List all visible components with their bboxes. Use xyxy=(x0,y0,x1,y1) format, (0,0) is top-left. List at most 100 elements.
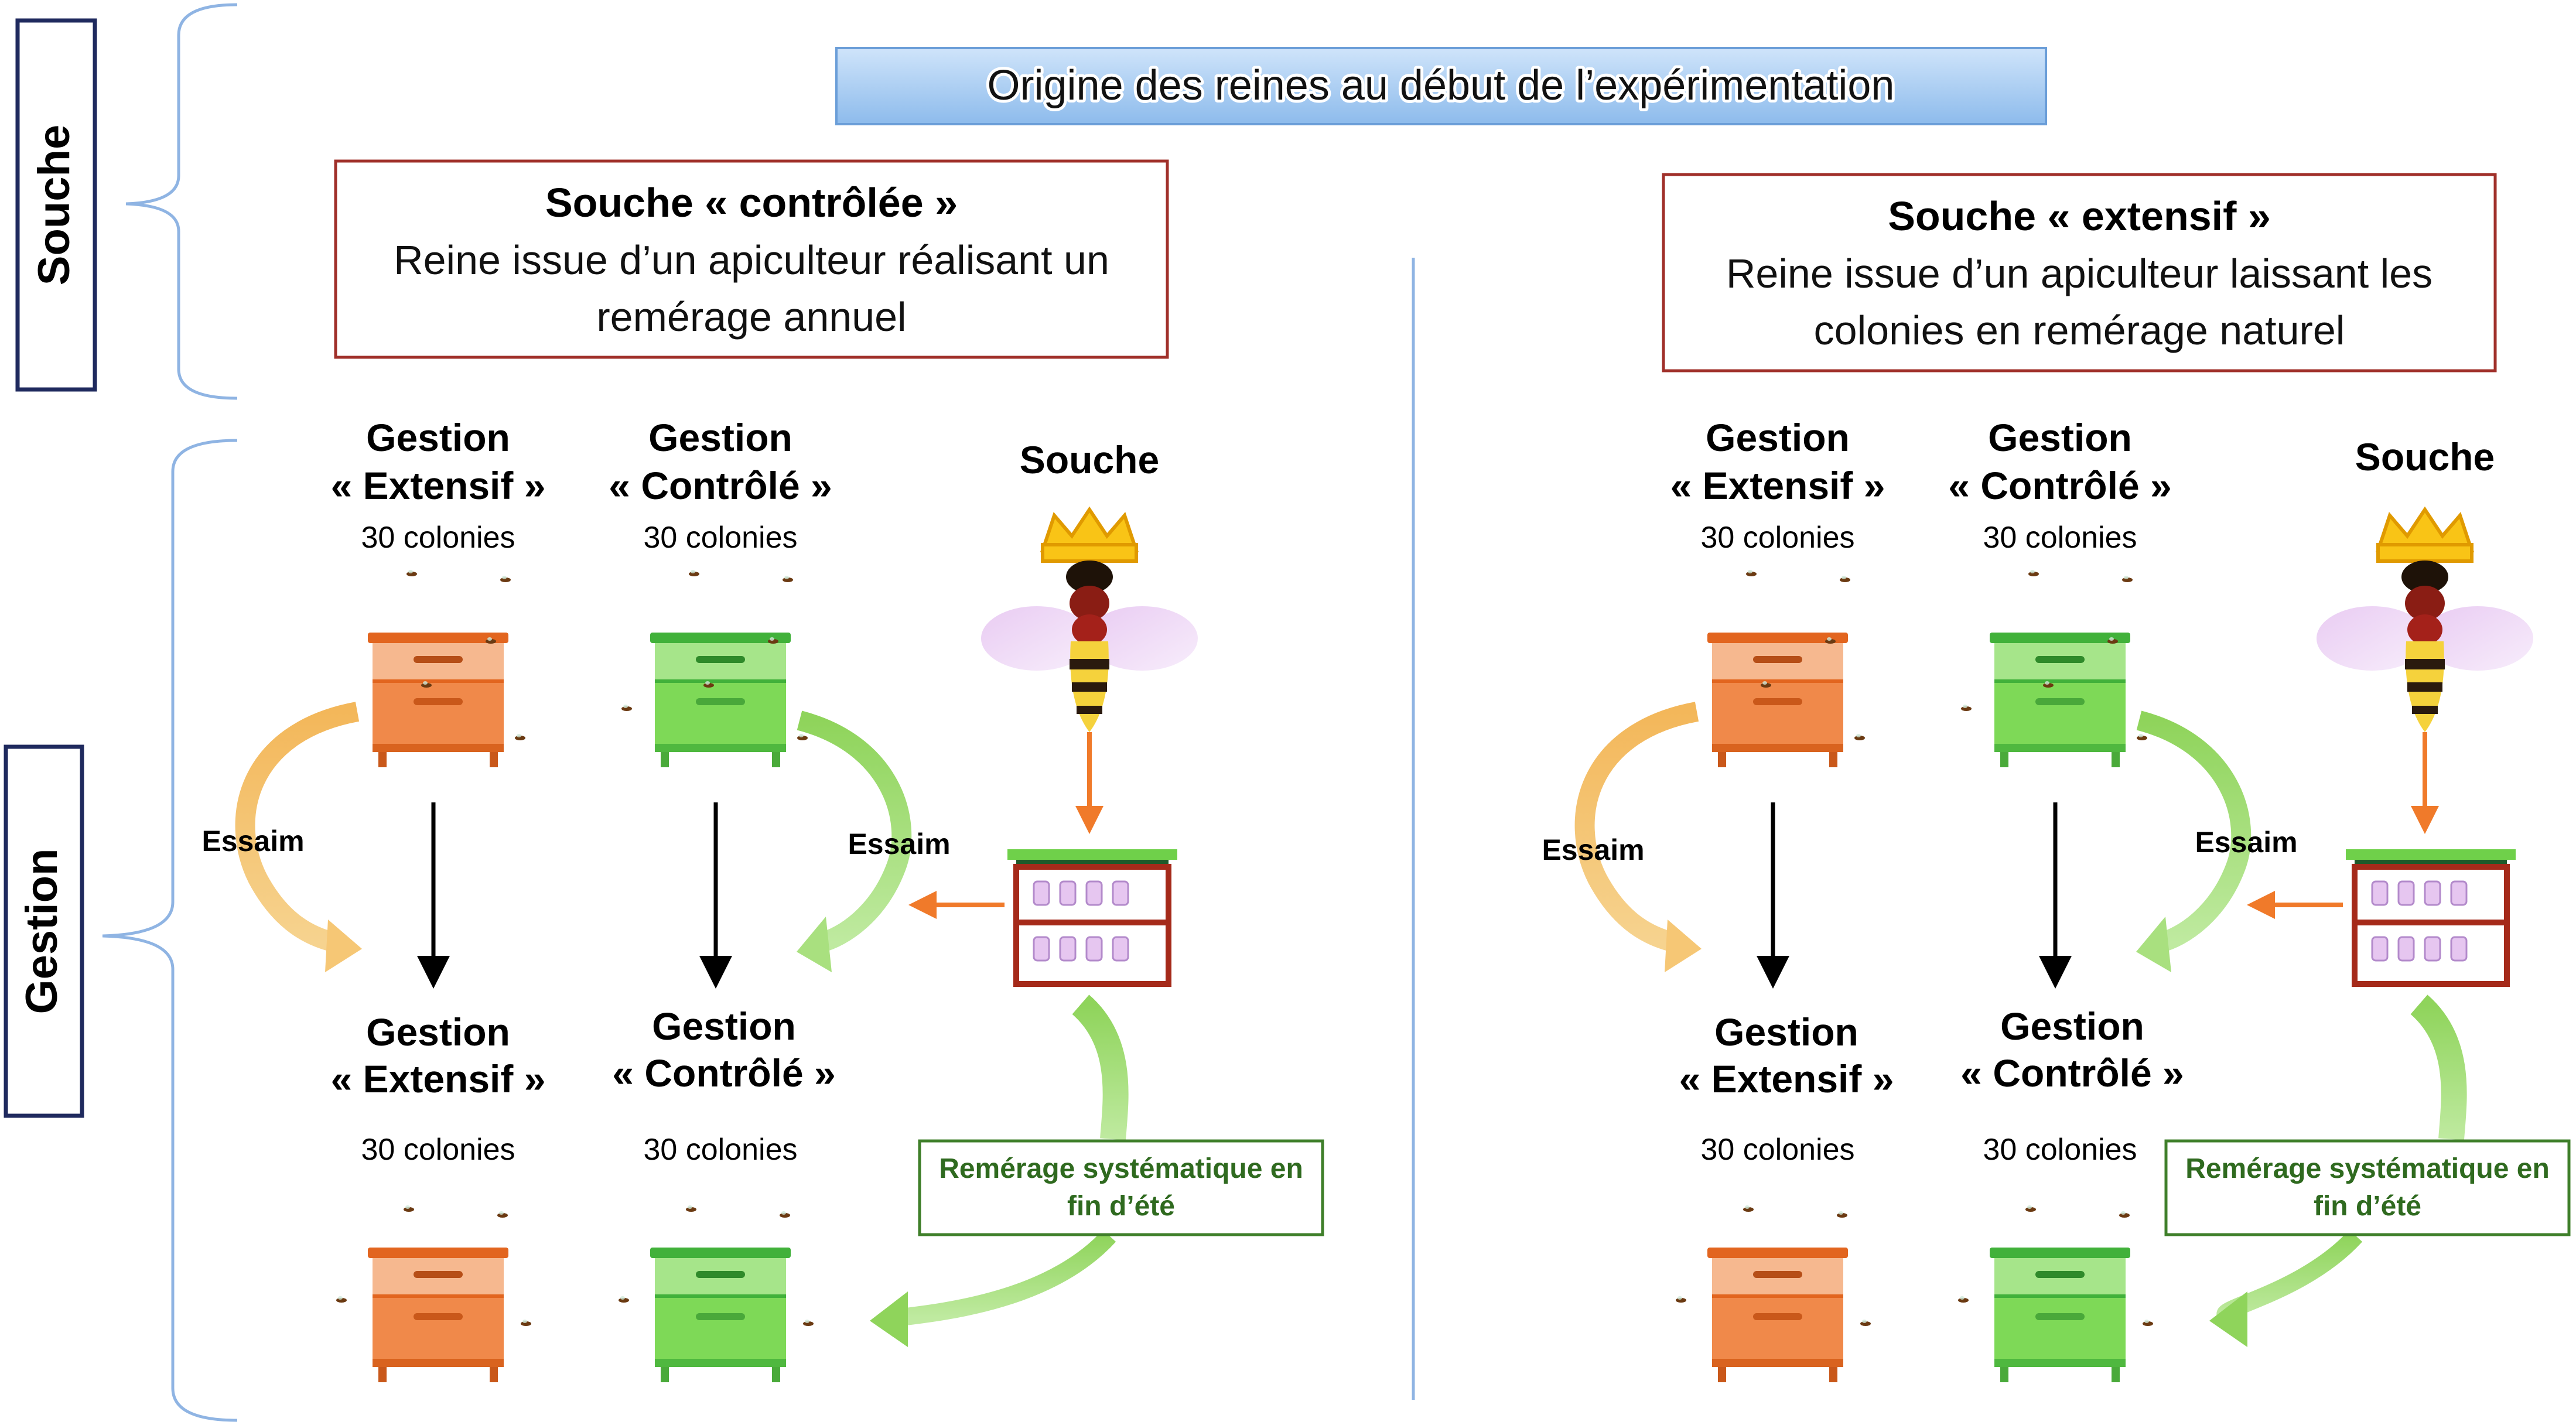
requeen-arrow-in xyxy=(1071,995,1129,1140)
top-group-subheading: « Contrôlé » xyxy=(1948,464,2171,507)
hive-icon xyxy=(368,1248,508,1382)
bottom-group-heading: Gestion xyxy=(1714,1010,1858,1054)
bottom-group-heading: Gestion xyxy=(2000,1004,2144,1048)
swarm-label-left: Essaim xyxy=(1542,833,1644,866)
top-group-count: 30 colonies xyxy=(1700,521,1854,555)
top-group-count: 30 colonies xyxy=(361,521,515,555)
hive-icon xyxy=(368,633,508,767)
strain-box-line2: remérage annuel xyxy=(596,294,906,340)
bee-icon xyxy=(2119,1211,2130,1218)
hive-icon xyxy=(1990,633,2130,767)
bee-icon xyxy=(1743,1205,1754,1212)
bottom-group-count: 30 colonies xyxy=(1983,1133,2137,1167)
bee-icon xyxy=(1860,1320,1871,1326)
top-group-subheading: « Contrôlé » xyxy=(609,464,832,507)
bee-icon xyxy=(1854,734,1865,740)
bee-icon xyxy=(2122,576,2133,582)
requeening-line2: fin d’été xyxy=(2314,1191,2421,1222)
hive-icon xyxy=(650,1248,791,1382)
bee-icon xyxy=(404,1205,414,1212)
strain-box-title: Souche « extensif » xyxy=(1888,193,2271,239)
bee-icon xyxy=(515,734,525,740)
swarm-arrowhead-green xyxy=(797,917,832,972)
bottom-group-count: 30 colonies xyxy=(361,1133,515,1167)
bee-icon xyxy=(797,734,808,740)
bee-icon xyxy=(521,1320,531,1326)
queen-bee-icon xyxy=(981,510,1198,732)
bee-icon xyxy=(500,576,511,582)
queen-source-label: Souche xyxy=(1020,438,1159,481)
swarm-arrow-orange xyxy=(235,702,360,953)
requeen-arrowhead xyxy=(2209,1291,2247,1347)
bottom-group-subheading: « Extensif » xyxy=(1679,1057,1894,1101)
strain-bracket-icon xyxy=(125,3,238,400)
strain-box-title: Souche « contrôlée » xyxy=(545,180,958,225)
top-group-subheading: « Extensif » xyxy=(1670,464,1885,507)
queen-rearing-frame-icon xyxy=(1007,849,1177,984)
strain-box-line1: Reine issue d’un apiculteur laissant les xyxy=(1726,251,2432,296)
strain-side-label: Souche xyxy=(29,125,79,286)
bee-icon xyxy=(783,576,793,582)
bee-icon xyxy=(2143,1320,2153,1326)
top-group-subheading: « Extensif » xyxy=(331,464,546,507)
bee-icon xyxy=(1837,1211,1847,1218)
panel-right: Souche « extensif » Reine issue d’un apic… xyxy=(1542,173,2571,1382)
top-group-count: 30 colonies xyxy=(1983,521,2137,555)
strain-side-box xyxy=(15,18,97,392)
requeening-box xyxy=(918,1139,1324,1236)
management-bracket-icon xyxy=(102,439,238,1422)
bee-icon xyxy=(1958,1296,1969,1303)
hive-icon xyxy=(1707,1248,1848,1382)
bottom-group-count: 30 colonies xyxy=(1700,1133,1854,1167)
bee-icon xyxy=(686,1205,696,1212)
top-group-heading: Gestion xyxy=(648,416,792,459)
bee-icon xyxy=(780,1211,790,1218)
bee-icon xyxy=(2025,1205,2036,1212)
bee-icon xyxy=(2028,570,2039,576)
requeen-arrowhead xyxy=(870,1291,908,1347)
header-box xyxy=(835,47,2047,125)
requeen-arrow-out xyxy=(895,1229,1116,1327)
bee-icon xyxy=(497,1211,508,1218)
strain-box-line2: colonies en remérage naturel xyxy=(1814,307,2345,353)
queen-bee-icon xyxy=(2317,510,2533,732)
management-side-box xyxy=(4,744,84,1118)
swarm-arrowhead-orange xyxy=(325,920,362,972)
bee-icon xyxy=(336,1296,347,1303)
requeening-line1: Remérage systématique en xyxy=(2185,1153,2550,1184)
bee-icon xyxy=(619,1296,629,1303)
bottom-group-count: 30 colonies xyxy=(643,1133,797,1167)
bee-icon xyxy=(1840,576,1850,582)
swarm-label-right: Essaim xyxy=(848,828,950,860)
requeening-box xyxy=(2164,1139,2571,1236)
bee-icon xyxy=(406,570,417,576)
bee-icon xyxy=(689,570,699,576)
hive-icon xyxy=(1990,1248,2130,1382)
bee-icon xyxy=(1961,705,1972,711)
strain-box xyxy=(334,159,1169,359)
swarm-label-left: Essaim xyxy=(201,825,304,857)
bottom-group-heading: Gestion xyxy=(366,1010,510,1054)
hive-icon xyxy=(1707,633,1848,767)
swarm-arrowhead-green xyxy=(2136,917,2171,972)
management-side-label: Gestion xyxy=(17,849,67,1014)
requeening-line2: fin d’été xyxy=(1067,1191,1175,1222)
bee-icon xyxy=(2137,734,2147,740)
bottom-group-subheading: « Extensif » xyxy=(331,1057,546,1101)
requeen-arrow-in xyxy=(2410,995,2467,1140)
strain-box xyxy=(1662,173,2497,373)
bottom-group-subheading: « Contrôlé » xyxy=(612,1051,835,1095)
panel-left: Souche « contrôlée »Reine issue d’un api… xyxy=(201,159,1324,1382)
top-group-heading: Gestion xyxy=(1706,416,1850,459)
swarm-arrow-orange xyxy=(1574,702,1699,953)
swarm-arrow-green xyxy=(2136,710,2252,953)
bee-icon xyxy=(1746,570,1757,576)
swarm-arrowhead-orange xyxy=(1665,920,1702,972)
queen-rearing-frame-icon xyxy=(2346,849,2516,984)
top-group-heading: Gestion xyxy=(1988,416,2132,459)
queen-source-label: Souche xyxy=(2355,435,2495,479)
header-title: Origine des reines au début de l’expérim… xyxy=(988,62,1895,109)
swarm-label-right: Essaim xyxy=(2195,826,2297,859)
top-group-count: 30 colonies xyxy=(643,521,797,555)
bottom-group-subheading: « Contrôlé » xyxy=(1960,1051,2184,1095)
